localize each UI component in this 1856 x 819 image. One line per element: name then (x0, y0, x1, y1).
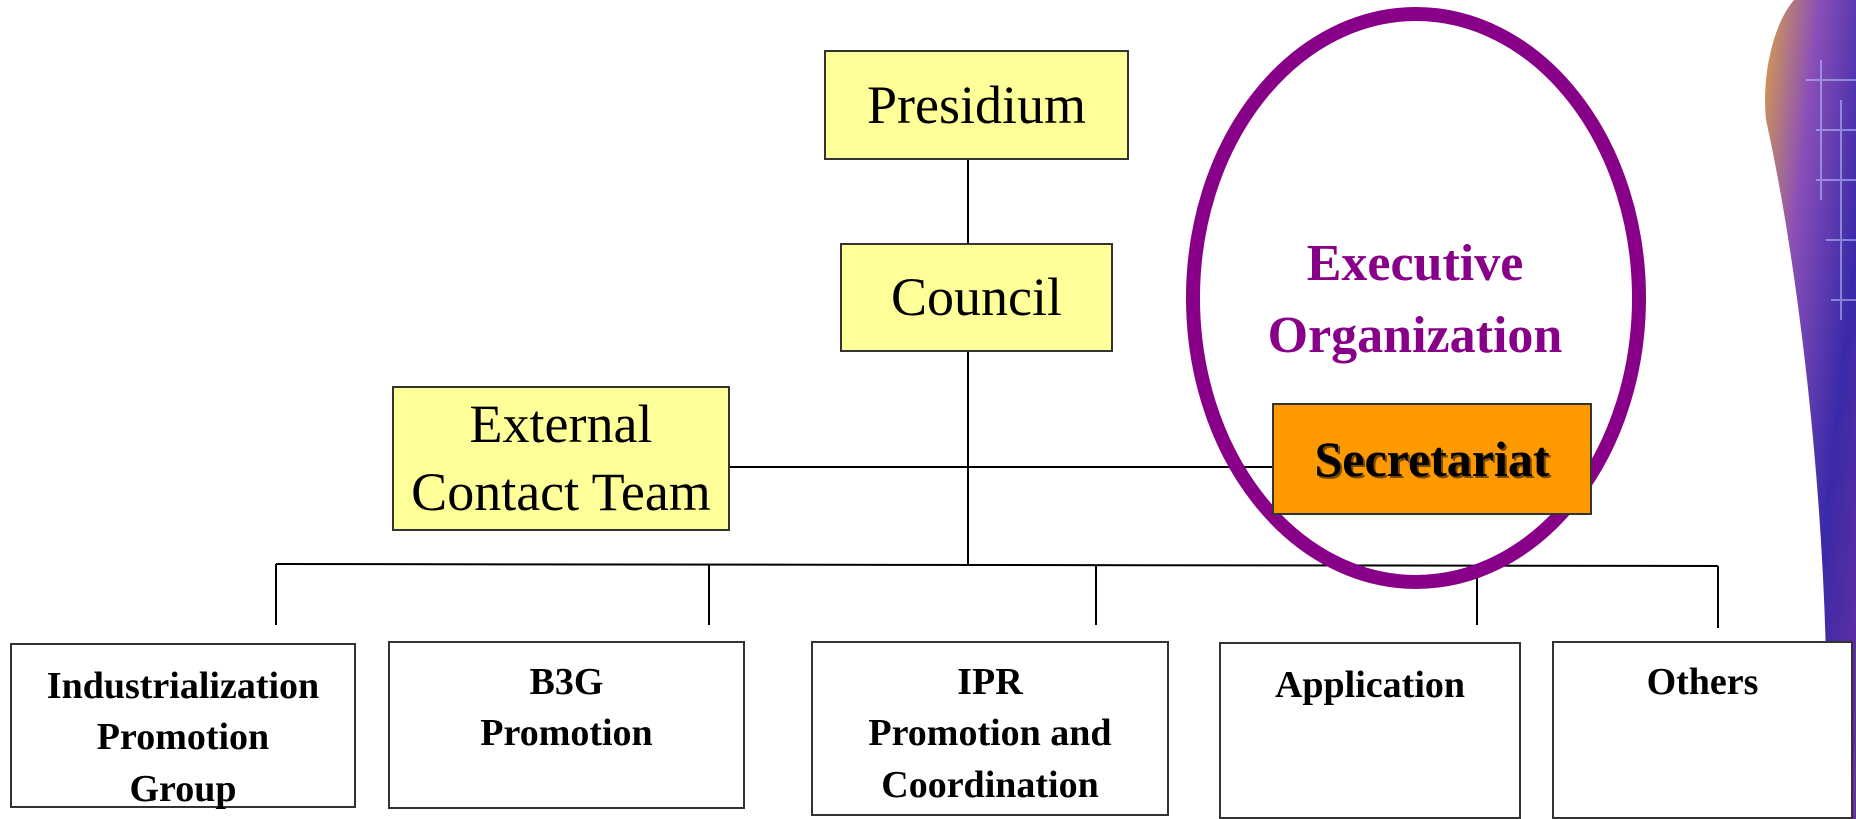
group-label-line: Promotion (96, 716, 270, 759)
executive-organization-ellipse (1186, 7, 1646, 589)
group-box-application: Application (1219, 642, 1521, 819)
executive-label-line1: Executive (1306, 235, 1524, 292)
secretariat-label: Secretariat (1314, 431, 1550, 487)
group-label-line: Coordination (881, 763, 1099, 806)
group-label-line: Application (1274, 664, 1466, 706)
decorative-background-graphic (1765, 0, 1856, 819)
group-label-line: Industrialization (46, 665, 320, 707)
group-label-line: Group (129, 767, 237, 810)
group-label-line: Others (1646, 661, 1759, 703)
presidium-label: Presidium (866, 74, 1086, 135)
group-label-line: Promotion and (868, 712, 1112, 755)
group-box-ipr: IPR Promotion and Coordination (811, 641, 1169, 816)
secretariat-box: Secretariat (1272, 403, 1592, 515)
external-contact-line2: Contact Team (411, 461, 711, 522)
council-label: Council (891, 267, 1062, 328)
group-label-line: Promotion (480, 712, 653, 755)
group-box-b3g: B3G Promotion (388, 641, 745, 809)
executive-label-line2: Organization (1267, 307, 1563, 364)
group-label-line: B3G (529, 661, 604, 703)
presidium-box: Presidium (824, 50, 1129, 160)
external-contact-line1: External (469, 394, 653, 454)
group-box-industrialization: Industrialization Promotion Group (10, 643, 356, 810)
executive-organization-label: Executive Organization (1230, 228, 1600, 372)
council-box: Council (840, 243, 1113, 352)
group-box-others: Others (1552, 641, 1853, 819)
group-label-line: IPR (957, 661, 1023, 703)
external-contact-team-box: External Contact Team (392, 386, 730, 531)
